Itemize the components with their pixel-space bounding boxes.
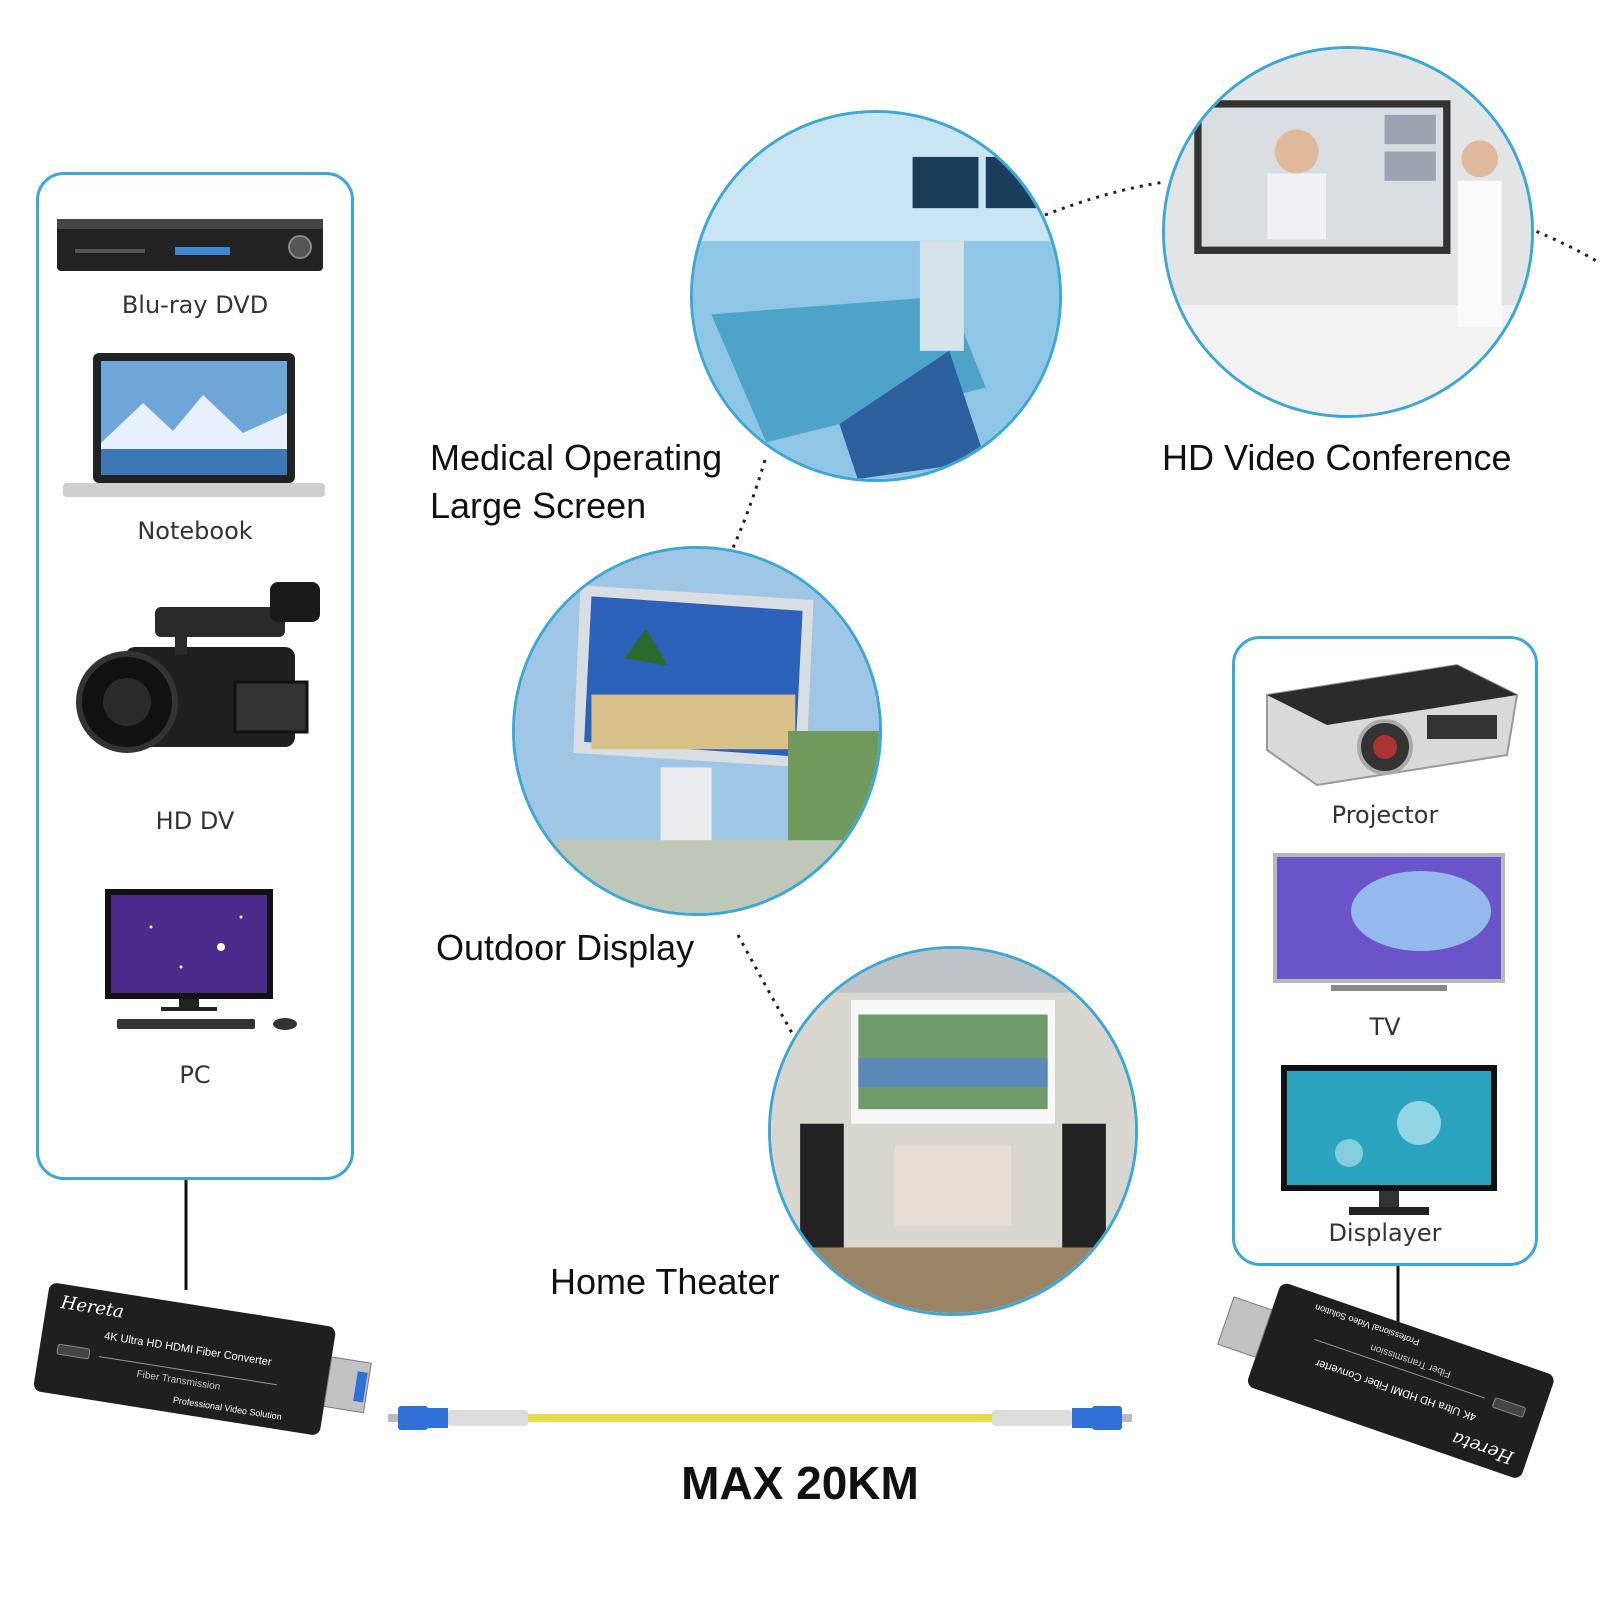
source-label-bluray: Blu-ray DVD [121,291,269,319]
display-label-tv: TV [1369,1013,1401,1041]
projector-icon [1266,663,1519,787]
source-label-notebook: Notebook [137,517,253,545]
dotted-link-medical-outdoor [730,459,767,551]
scenario-label-medical: Medical Operating Large Screen [430,434,722,530]
monitor-icon [1281,1065,1497,1215]
source-devices-panel: Blu-ray DVD Notebook HD DV PC [36,172,354,1180]
receiver-converter: Hereta 4K Ultra HD HDMI Fiber Converter … [1217,1283,1554,1478]
bluray-player-icon [57,219,323,271]
scenario-label-outdoor: Outdoor Display [436,927,695,968]
tv-icon [1273,853,1505,991]
dotted-link-medical-conference [1044,180,1166,217]
distance-label: MAX 20KM [681,1457,919,1509]
transmitter-hdmi-port[interactable] [56,1343,91,1360]
scenario-label-theater: Home Theater [550,1261,780,1302]
conference-scene-image [1165,49,1531,415]
fiber-connector-left[interactable] [398,1406,428,1430]
display-label-projector: Projector [1331,801,1439,829]
fiber-cable [388,1406,1132,1430]
transmitter-converter: Hereta 4K Ultra HD HDMI Fiber Converter … [33,1283,372,1435]
laptop-icon [63,353,325,497]
fiber-connector-right[interactable] [1092,1406,1122,1430]
dotted-link-outdoor-theater [736,934,794,1034]
camcorder-icon [76,582,320,753]
desktop-pc-icon [105,889,297,1030]
conference-scene-circle [1162,46,1534,418]
display-devices-panel: Projector TV Displayer [1232,636,1538,1266]
source-label-hddv: HD DV [155,807,235,835]
receiver-hdmi-port[interactable] [1492,1397,1526,1418]
source-label-pc: PC [179,1061,211,1089]
scenario-label-medical-line1: Medical Operating [430,437,723,478]
scenario-label-conference: HD Video Conference [1162,437,1512,478]
scenario-label-medical-line2: Large Screen [430,485,647,526]
display-label-displayer: Displayer [1328,1219,1442,1247]
